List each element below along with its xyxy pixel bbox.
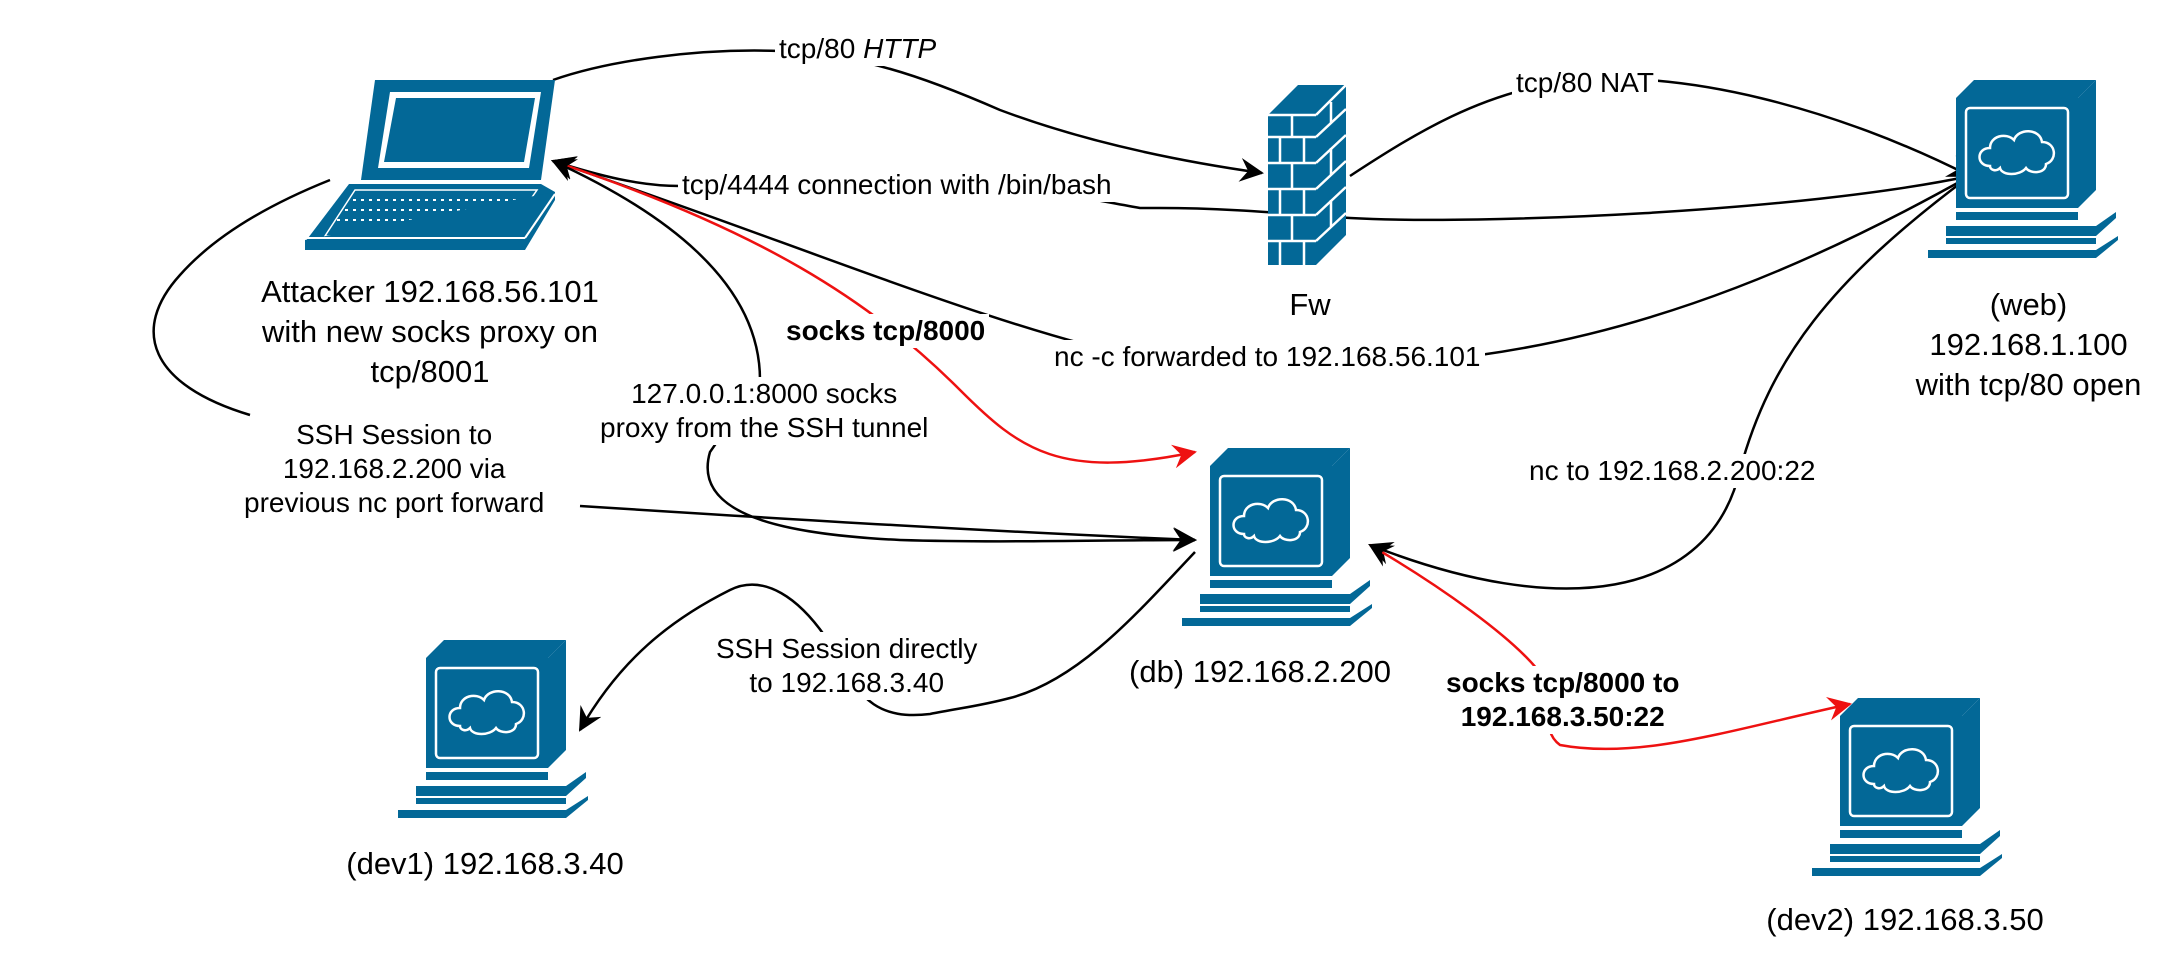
- node-label-web: (web) 192.168.1.100 with tcp/80 open: [1915, 287, 2142, 402]
- node-label-db: (db) 192.168.2.200: [1129, 654, 1391, 689]
- node-label-dev2: (dev2) 192.168.3.50: [1766, 902, 2044, 937]
- edge-http: [552, 49, 1264, 182]
- edge-label-nat: tcp/80 NAT: [1512, 66, 1658, 100]
- edge-label-ssh-db: SSH Session to 192.168.2.200 via previou…: [240, 418, 549, 520]
- edge-local-socks: [551, 159, 1197, 553]
- workstation-icon-web: [1928, 80, 2118, 258]
- node-label-attacker: Attacker 192.168.56.101 with new socks p…: [261, 274, 599, 389]
- edge-label-ssh-dev1: SSH Session directly to 192.168.3.40: [712, 632, 982, 700]
- edge-label-http-italic: HTTP: [863, 33, 937, 64]
- node-label-firewall: Fw: [1289, 287, 1331, 322]
- edge-label-nc-forward: nc -c forwarded to 192.168.56.101: [1050, 340, 1485, 374]
- edge-label-socks-dev2: socks tcp/8000 to 192.168.3.50:22: [1442, 666, 1684, 734]
- edge-ssh-db: [152, 178, 1195, 540]
- edge-label-nc-db: nc to 192.168.2.200:22: [1525, 454, 1820, 488]
- node-label-dev1: (dev1) 192.168.3.40: [346, 846, 624, 881]
- edge-label-http: tcp/80 HTTP: [775, 32, 941, 66]
- edge-label-bash: tcp/4444 connection with /bin/bash: [678, 168, 1116, 202]
- workstation-icon-db: [1182, 448, 1372, 626]
- edge-nat: [1349, 77, 1972, 178]
- firewall-icon: [1268, 84, 1347, 265]
- edge-label-http-text: tcp/80: [779, 33, 856, 64]
- edge-label-local-socks: 127.0.0.1:8000 socks proxy from the SSH …: [596, 377, 933, 445]
- laptop-icon: [305, 80, 556, 250]
- workstation-icon-dev1: [398, 640, 588, 818]
- edge-label-socks-8000: socks tcp/8000: [782, 314, 990, 348]
- edge-nc-db: [1368, 174, 1971, 590]
- workstation-icon-dev2: [1812, 698, 2002, 876]
